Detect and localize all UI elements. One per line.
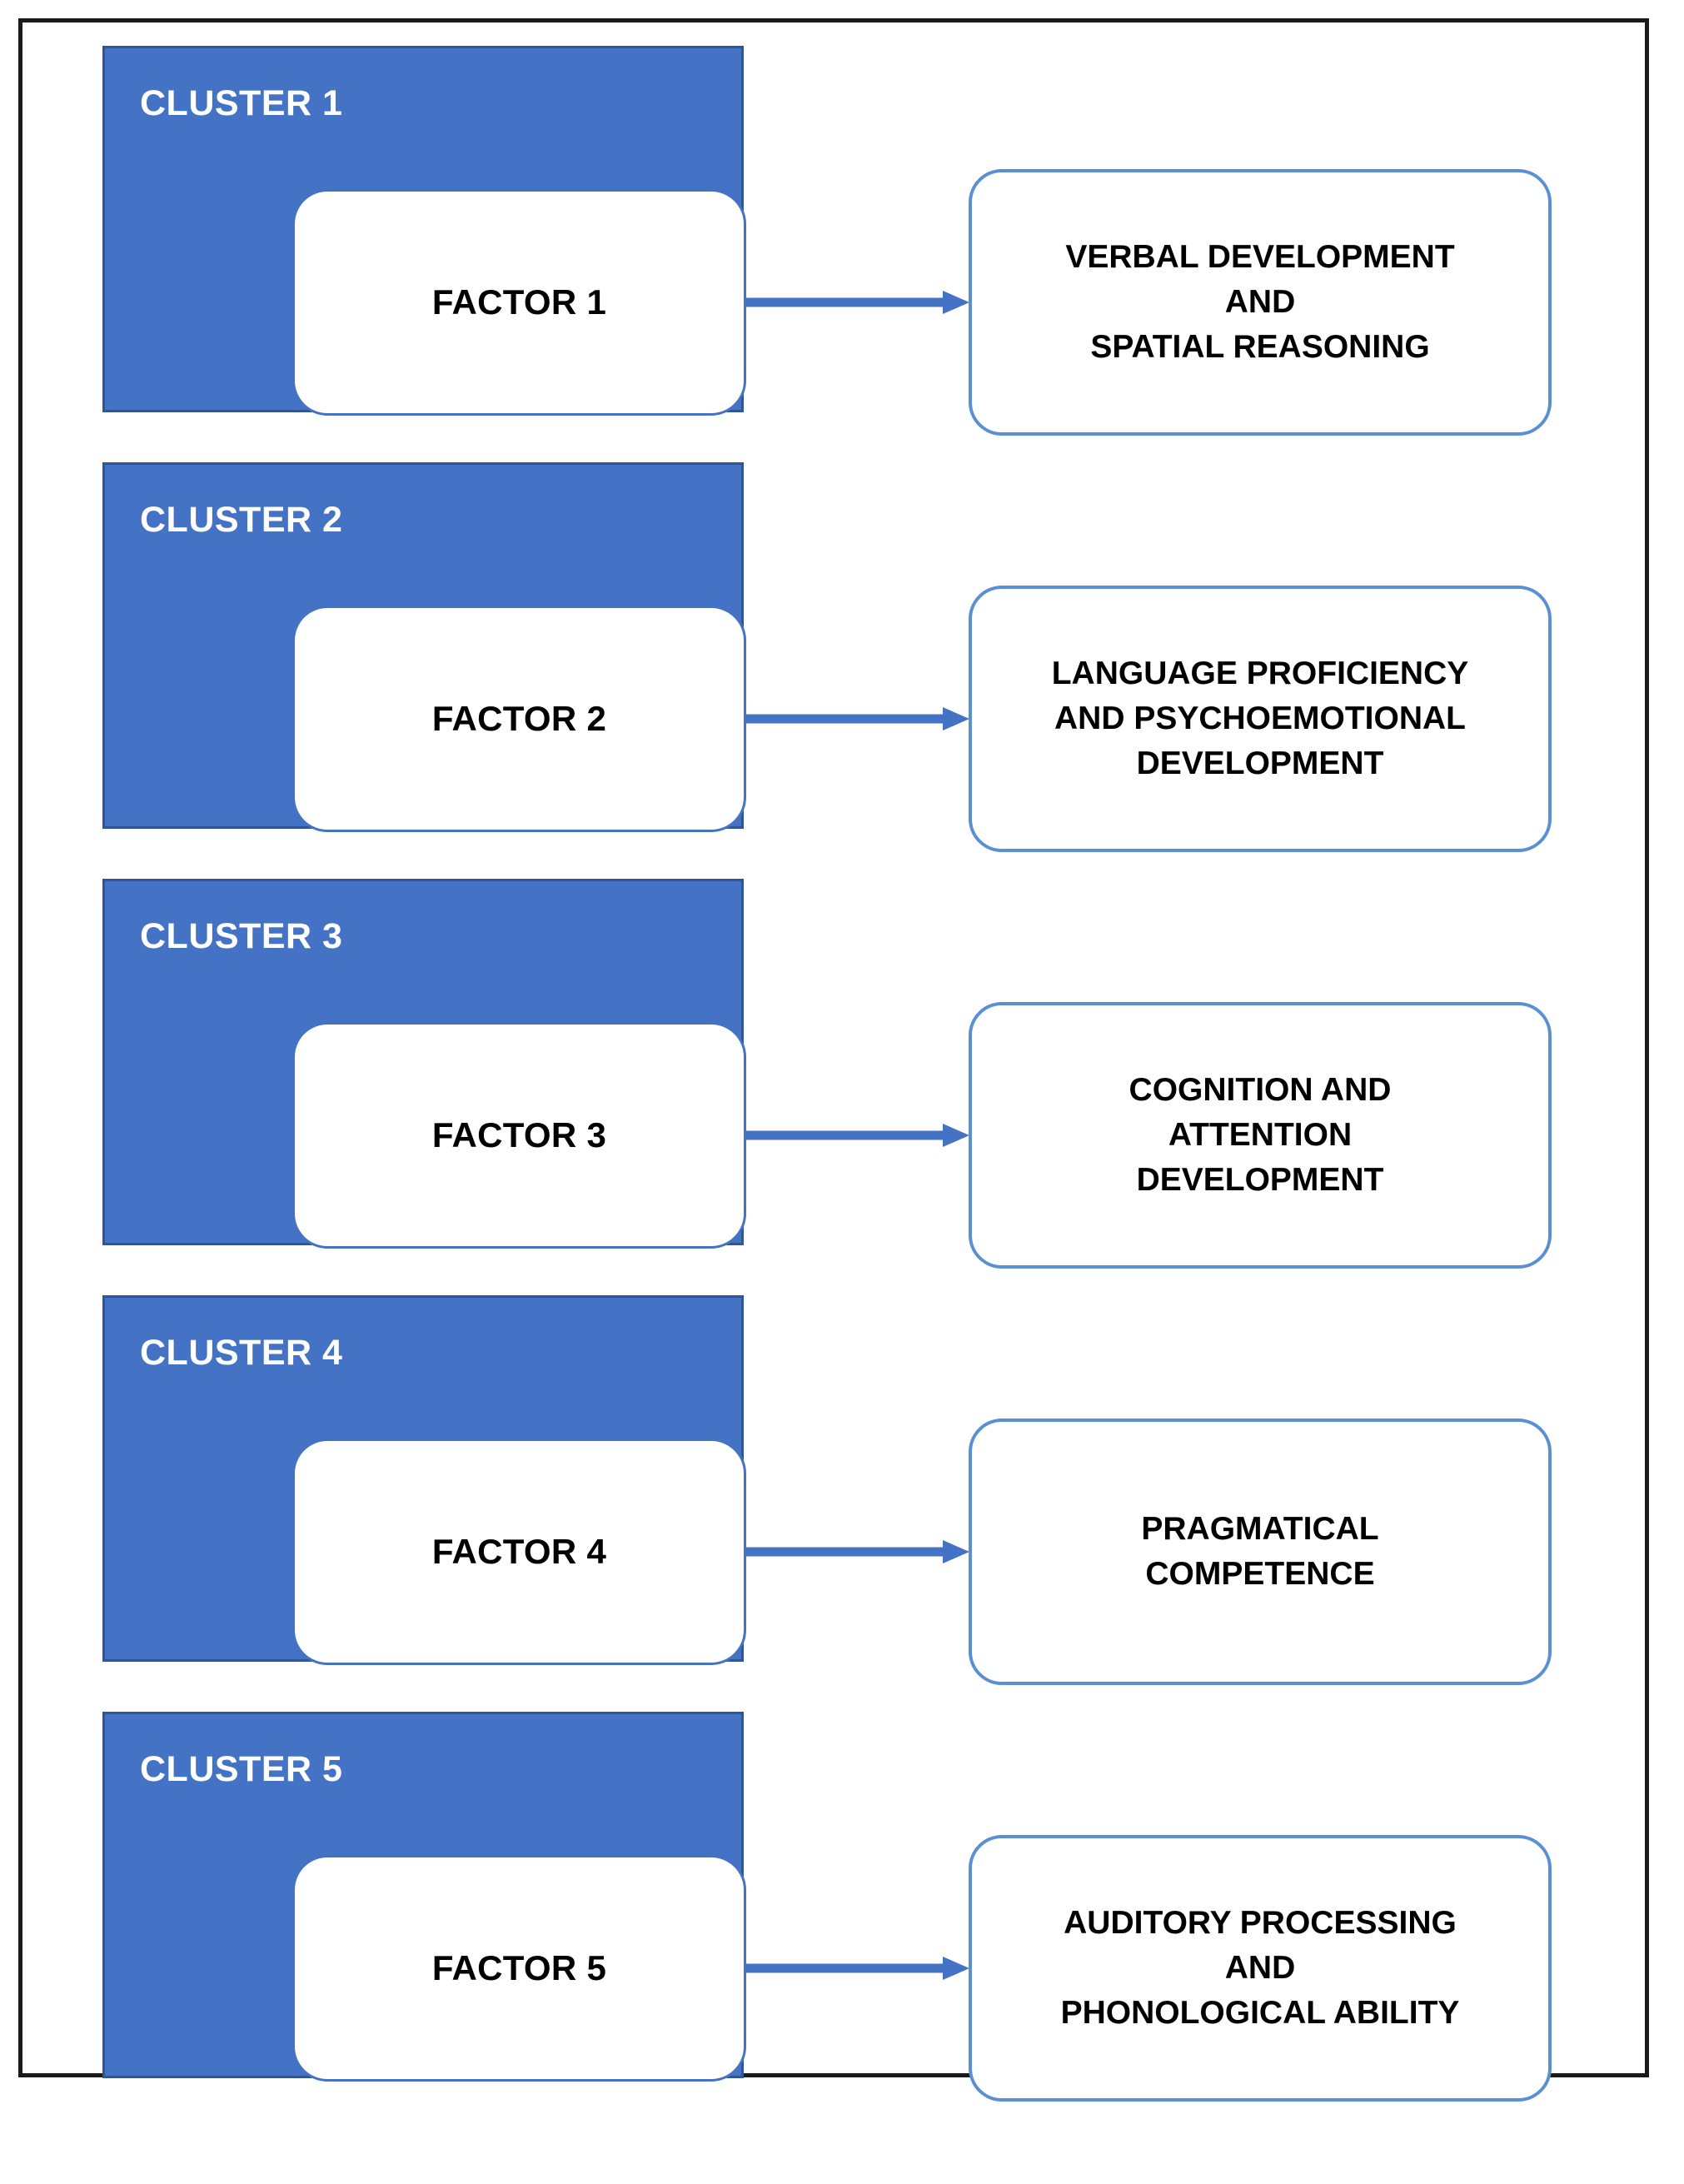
outcome-line: DEVELOPMENT (1136, 745, 1384, 781)
outcome-line: AND (1224, 1950, 1296, 1987)
outcome-line: SPATIAL REASONING (1090, 328, 1430, 365)
diagram-outer-frame: CLUSTER 1 FACTOR 1 VERBAL DEVELOPMENT AN… (18, 18, 1649, 2102)
outcome-line: AND PSYCHOEMOTIONAL (1054, 701, 1466, 737)
outcome-line: VERBAL DEVELOPMENT (1065, 239, 1455, 276)
right-arrow-icon-3 (746, 1124, 969, 1147)
outcome-line: DEVELOPMENT (1136, 1161, 1384, 1198)
factor-label-1: FACTOR 1 (431, 282, 607, 322)
outcome-line: COMPETENCE (1145, 1556, 1375, 1592)
cluster-row-4: CLUSTER 4 FACTOR 4 PRAGMATICAL COMPETENC… (102, 1295, 1593, 1685)
cluster-label-1: CLUSTER 1 (140, 83, 343, 123)
factor-box-1[interactable]: FACTOR 1 (292, 189, 746, 416)
right-arrow-icon-2 (746, 707, 969, 730)
cluster-row-3: CLUSTER 3 FACTOR 3 COGNITION AND ATTENTI… (102, 879, 1593, 1269)
factor-label-2: FACTOR 2 (431, 699, 607, 738)
outcome-line: AUDITORY PROCESSING (1064, 1905, 1457, 1942)
cluster-label-5: CLUSTER 5 (140, 1749, 343, 1789)
outcome-box-3[interactable]: COGNITION AND ATTENTION DEVELOPMENT (969, 1002, 1552, 1269)
right-arrow-icon-1 (746, 291, 969, 314)
outcome-line: ATTENTION (1168, 1117, 1353, 1154)
factor-label-4: FACTOR 4 (431, 1532, 607, 1571)
factor-label-5: FACTOR 5 (431, 1948, 607, 1987)
factor-label-3: FACTOR 3 (431, 1115, 607, 1154)
factor-box-4[interactable]: FACTOR 4 (292, 1439, 746, 1665)
right-arrow-icon-5 (746, 1957, 969, 1980)
outcome-box-5[interactable]: AUDITORY PROCESSING AND PHONOLOGICAL ABI… (969, 1835, 1552, 2102)
cluster-row-1: CLUSTER 1 FACTOR 1 VERBAL DEVELOPMENT AN… (102, 46, 1593, 436)
outcome-line: PHONOLOGICAL ABILITY (1060, 1994, 1460, 2031)
outcome-line: COGNITION AND (1128, 1072, 1392, 1109)
right-arrow-icon-4 (746, 1540, 969, 1563)
outcome-box-4[interactable]: PRAGMATICAL COMPETENCE (969, 1419, 1552, 1685)
cluster-label-3: CLUSTER 3 (140, 916, 343, 956)
factor-box-2[interactable]: FACTOR 2 (292, 606, 746, 832)
factor-box-5[interactable]: FACTOR 5 (292, 1855, 746, 2082)
cluster-row-5: CLUSTER 5 FACTOR 5 AUDITORY PROCESSING A… (102, 1712, 1593, 2102)
outcome-box-2[interactable]: LANGUAGE PROFICIENCY AND PSYCHOEMOTIONAL… (969, 586, 1552, 852)
outcome-box-1[interactable]: VERBAL DEVELOPMENT AND SPATIAL REASONING (969, 169, 1552, 436)
cluster-label-2: CLUSTER 2 (140, 500, 343, 540)
factor-box-3[interactable]: FACTOR 3 (292, 1022, 746, 1249)
cluster-row-2: CLUSTER 2 FACTOR 2 LANGUAGE PROFICIENCY … (102, 462, 1593, 852)
cluster-label-4: CLUSTER 4 (140, 1333, 343, 1373)
outcome-line: AND (1224, 284, 1296, 321)
outcome-line: PRAGMATICAL (1141, 1511, 1379, 1548)
outcome-line: LANGUAGE PROFICIENCY (1051, 656, 1469, 692)
